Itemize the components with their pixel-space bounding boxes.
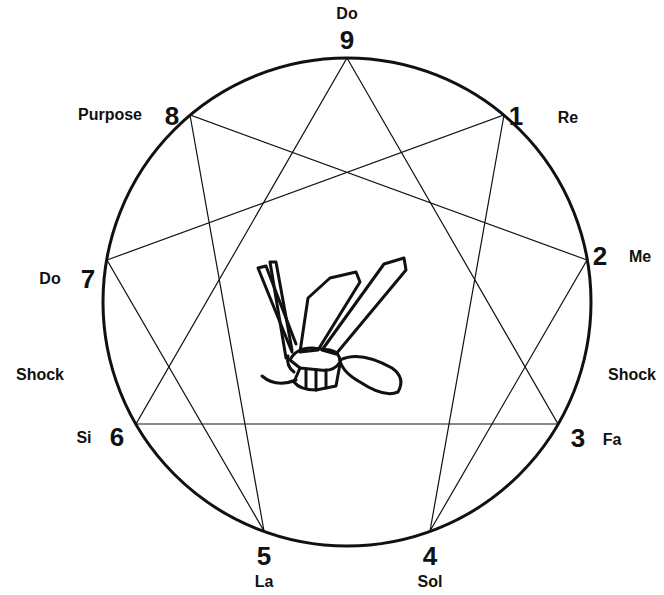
note-label: Re: [558, 110, 578, 126]
note-label: Me: [629, 249, 651, 265]
note-label: La: [255, 574, 274, 590]
hexad: [107, 115, 587, 531]
point-number: 4: [423, 543, 437, 569]
note-label: Shock: [608, 367, 656, 383]
bee-illustration: [258, 258, 406, 394]
point-number: 9: [340, 27, 354, 53]
point-number: 2: [593, 243, 607, 269]
point-number: 7: [81, 266, 95, 292]
point-number: 1: [509, 103, 523, 129]
point-number: 8: [165, 103, 179, 129]
point-number: 5: [257, 543, 271, 569]
triangle: [136, 58, 558, 424]
note-label: Si: [76, 430, 91, 446]
note-label: Fa: [603, 432, 622, 448]
point-number: 6: [110, 424, 124, 450]
note-label: Do: [336, 6, 357, 22]
note-label: Purpose: [78, 107, 142, 123]
point-number: 3: [571, 425, 585, 451]
note-label: Sol: [418, 574, 443, 590]
note-label: Do: [39, 271, 60, 287]
outer-circle: [103, 58, 591, 546]
note-label: Shock: [16, 367, 64, 383]
